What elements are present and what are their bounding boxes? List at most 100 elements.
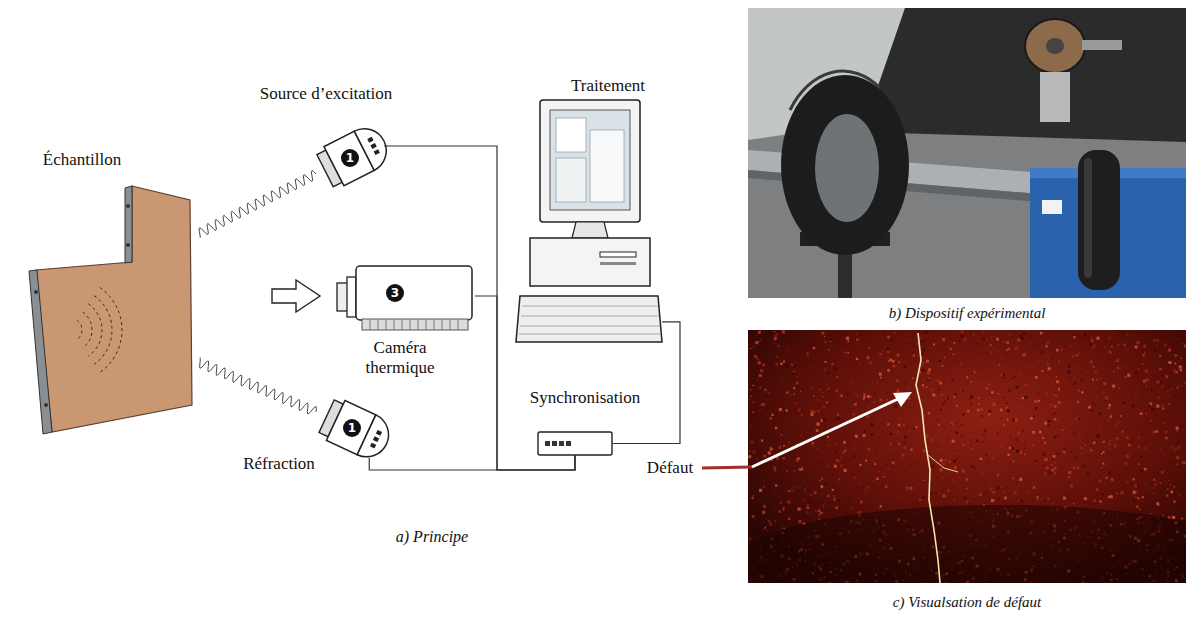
noise-speck (993, 454, 994, 455)
noise-speck (951, 422, 954, 425)
noise-speck (900, 435, 902, 437)
noise-speck (794, 365, 796, 367)
noise-speck (1142, 510, 1144, 512)
noise-speck (830, 346, 832, 348)
noise-speck (852, 437, 855, 440)
sync-unit-symbol (545, 441, 550, 446)
setup-photo (1078, 150, 1120, 290)
noise-speck (827, 495, 829, 497)
noise-speck (1072, 498, 1074, 500)
noise-speck (1084, 497, 1087, 500)
noise-speck (876, 478, 878, 480)
noise-speck (1051, 404, 1052, 405)
noise-speck (919, 499, 920, 500)
noise-speck (751, 441, 754, 444)
noise-speck (757, 437, 759, 439)
noise-speck (761, 403, 764, 406)
noise-speck (951, 424, 952, 425)
noise-speck (873, 401, 875, 403)
noise-speck (910, 407, 912, 409)
noise-speck (1165, 375, 1168, 378)
noise-speck (1097, 423, 1099, 425)
noise-speck (815, 472, 818, 475)
noise-speck (1176, 387, 1178, 389)
noise-speck (805, 423, 807, 425)
noise-speck (1154, 474, 1156, 476)
sample-plate (34, 290, 38, 294)
noise-speck (1156, 414, 1157, 415)
noise-speck (981, 353, 983, 355)
noise-speck (827, 436, 829, 438)
noise-speck (1046, 393, 1047, 394)
noise-speck (882, 477, 885, 480)
noise-speck (979, 486, 980, 487)
noise-speck (1153, 431, 1155, 433)
noise-speck (971, 448, 973, 450)
noise-speck (1038, 400, 1040, 402)
noise-speck (834, 465, 837, 468)
noise-speck (749, 500, 751, 502)
noise-speck (1036, 498, 1038, 500)
noise-speck (1123, 344, 1126, 347)
noise-speck (1051, 413, 1053, 415)
noise-speck (937, 391, 938, 392)
noise-speck (826, 383, 828, 385)
computer-symbol (600, 262, 636, 265)
noise-speck (1083, 362, 1085, 364)
noise-speck (1008, 348, 1010, 350)
noise-speck (1151, 420, 1152, 421)
node-heading: Réfraction (243, 454, 315, 474)
noise-speck (1007, 454, 1009, 456)
noise-speck (1164, 423, 1165, 424)
noise-speck (1028, 334, 1030, 336)
noise-speck (1099, 410, 1101, 412)
noise-speck (848, 454, 849, 455)
noise-speck (947, 489, 949, 491)
noise-speck (909, 487, 912, 490)
noise-speck (996, 471, 998, 473)
noise-speck (1045, 345, 1047, 347)
noise-speck (985, 387, 988, 390)
noise-speck (1006, 407, 1008, 409)
noise-speck (890, 444, 892, 446)
noise-speck (819, 514, 820, 515)
noise-speck (933, 343, 935, 345)
noise-speck (903, 446, 906, 449)
noise-speck (1067, 371, 1070, 374)
noise-speck (968, 441, 971, 444)
noise-speck (966, 478, 969, 481)
noise-speck (764, 480, 765, 481)
noise-speck (1160, 381, 1162, 383)
noise-speck (822, 392, 823, 393)
noise-speck (762, 511, 765, 514)
noise-speck (1171, 491, 1174, 494)
computer-symbol (556, 158, 586, 202)
noise-speck (769, 417, 772, 420)
noise-speck (1028, 492, 1031, 495)
noise-speck (854, 477, 855, 478)
noise-speck (780, 380, 783, 383)
noise-speck (981, 415, 983, 417)
noise-speck (785, 364, 788, 367)
noise-speck (817, 410, 819, 412)
noise-speck (775, 470, 777, 472)
noise-speck (1173, 501, 1175, 503)
noise-speck (1085, 338, 1086, 339)
noise-speck (1090, 341, 1092, 343)
noise-speck (822, 478, 824, 480)
noise-speck (927, 372, 930, 375)
noise-speck (804, 481, 805, 482)
noise-speck (1037, 496, 1039, 498)
noise-speck (1129, 462, 1131, 464)
noise-speck (773, 342, 775, 344)
noise-speck (1012, 444, 1014, 446)
noise-speck (851, 507, 853, 509)
noise-speck (880, 451, 882, 453)
noise-speck (909, 361, 912, 364)
noise-speck (863, 393, 866, 396)
noise-speck (998, 401, 1001, 404)
computer-symbol (600, 252, 636, 257)
noise-speck (779, 417, 781, 419)
noise-speck (808, 386, 811, 389)
noise-speck (857, 396, 858, 397)
